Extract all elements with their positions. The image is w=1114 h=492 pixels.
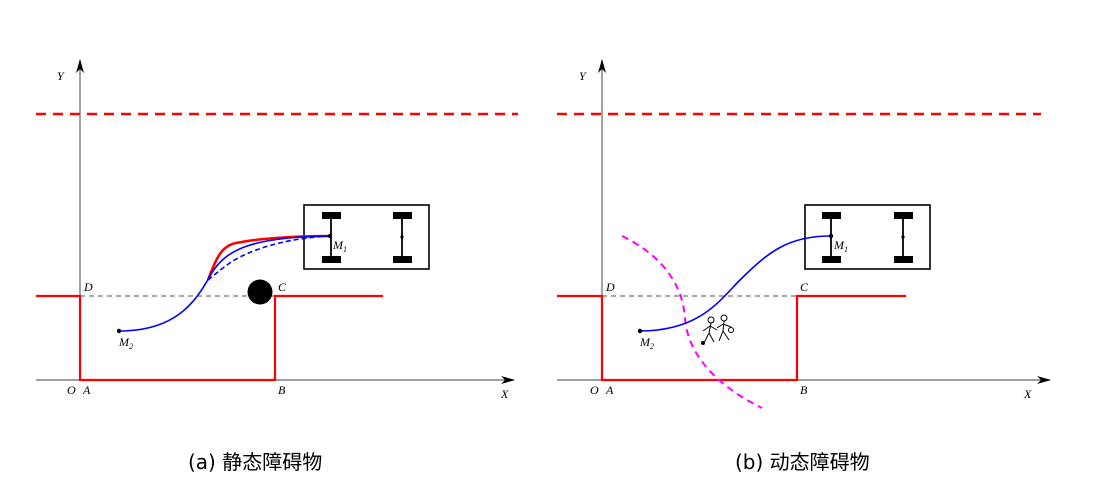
caption-a: (a) 静态障碍物 bbox=[188, 450, 322, 474]
m1-label: M1 bbox=[833, 238, 848, 254]
point-a-label: A bbox=[82, 383, 91, 397]
origin-label: O bbox=[590, 383, 599, 397]
road-boundary bbox=[36, 294, 383, 382]
vehicle bbox=[303, 204, 430, 270]
m2-point bbox=[116, 328, 122, 334]
point-d-label: D bbox=[83, 280, 93, 294]
point-c-label: C bbox=[278, 280, 287, 294]
m1-point bbox=[828, 233, 834, 239]
origin-label: O bbox=[67, 383, 76, 397]
caption-b: (b) 动态障碍物 bbox=[735, 450, 870, 474]
x-axis-label: X bbox=[1023, 387, 1032, 401]
m2-point bbox=[637, 328, 643, 334]
point-a-label: A bbox=[605, 383, 614, 397]
pedestrian-icon bbox=[701, 314, 734, 345]
point-c-label: C bbox=[800, 280, 809, 294]
m2-label: M2 bbox=[118, 335, 133, 351]
x-axis-label: X bbox=[500, 387, 509, 401]
blue-planned-path bbox=[118, 235, 331, 332]
panel-a: Y X O A B C D M1 M2 (a) 静态障碍物 bbox=[36, 59, 518, 474]
m1-point bbox=[327, 233, 333, 239]
vehicle bbox=[804, 204, 931, 270]
blue-planned-path bbox=[639, 235, 832, 332]
blue-dashed-path bbox=[207, 235, 331, 281]
m1-label: M1 bbox=[332, 238, 347, 254]
point-b-label: B bbox=[278, 383, 286, 397]
static-obstacle bbox=[247, 279, 273, 305]
point-b-label: B bbox=[800, 383, 808, 397]
y-axis-label: Y bbox=[579, 69, 587, 83]
point-d-label: D bbox=[605, 280, 615, 294]
road-boundary bbox=[557, 294, 906, 382]
y-axis-label: Y bbox=[57, 69, 65, 83]
panel-b: Y X O A B C D M1 M2 (b) 动态障碍物 bbox=[557, 59, 1051, 474]
red-avoidance-path bbox=[206, 234, 331, 281]
m2-label: M2 bbox=[639, 335, 654, 351]
pedestrian-region-boundary bbox=[621, 235, 763, 409]
